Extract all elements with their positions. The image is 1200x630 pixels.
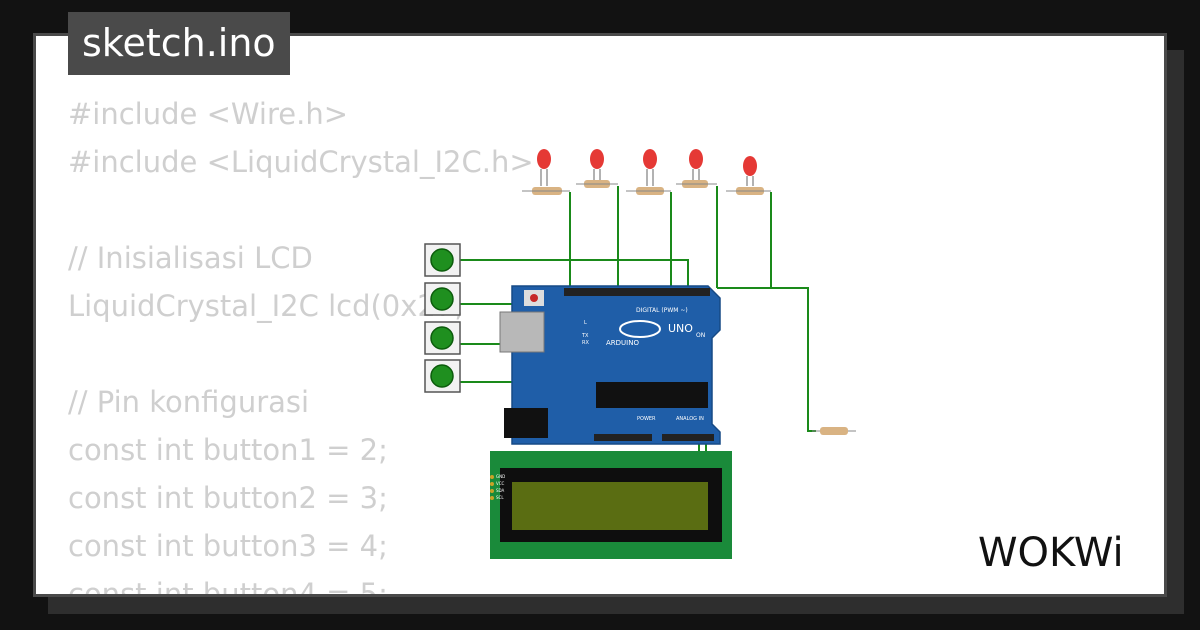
sketch-title: sketch.ino bbox=[68, 12, 290, 75]
analog-header bbox=[662, 434, 714, 441]
push-button-2[interactable] bbox=[424, 282, 461, 316]
wokwi-logo: WOKWi bbox=[978, 530, 1124, 576]
led-body bbox=[643, 149, 657, 169]
digital-header bbox=[564, 288, 710, 296]
analog-label: ANALOG IN bbox=[676, 416, 704, 422]
l-label: L bbox=[584, 320, 587, 326]
code-line: // Pin konfigurasi bbox=[68, 385, 310, 419]
infinity-logo bbox=[619, 320, 661, 338]
push-button-3[interactable] bbox=[424, 321, 461, 355]
led-3[interactable] bbox=[626, 149, 671, 195]
led-body bbox=[537, 149, 551, 169]
rx-label: RX bbox=[582, 340, 589, 346]
code-snippet: #include <Wire.h> #include <LiquidCrysta… bbox=[68, 90, 534, 597]
code-line: const int button1 = 2; bbox=[68, 433, 388, 467]
microcontroller-chip bbox=[596, 382, 708, 408]
push-button-4[interactable] bbox=[424, 359, 461, 393]
led-body bbox=[590, 149, 604, 169]
led-1[interactable] bbox=[522, 149, 570, 195]
lcd-pin-label: VCC bbox=[496, 481, 505, 486]
led-2[interactable] bbox=[576, 149, 618, 188]
power-jack bbox=[504, 408, 548, 438]
power-header bbox=[594, 434, 652, 441]
led-body bbox=[743, 156, 757, 176]
circuit-diagram: DIGITAL (PWM ~) UNO ARDUINO ON L TX RX P… bbox=[424, 149, 856, 559]
led-5[interactable] bbox=[726, 156, 771, 195]
push-button-1[interactable] bbox=[424, 243, 461, 277]
power-label: POWER bbox=[637, 416, 656, 422]
led-4[interactable] bbox=[676, 149, 717, 188]
code-line: LiquidCrystal_I2C lcd(0x27, bbox=[68, 289, 464, 323]
code-line: #include <LiquidCrystal_I2C.h> bbox=[68, 145, 534, 179]
code-line: const int button3 = 4; bbox=[68, 529, 388, 563]
arduino-uno-board[interactable]: DIGITAL (PWM ~) UNO ARDUINO ON L TX RX P… bbox=[499, 285, 721, 445]
board-brand: ARDUINO bbox=[606, 339, 639, 347]
code-line: const int button4 = 5; bbox=[68, 577, 388, 597]
usb-port bbox=[499, 311, 545, 353]
code-line: // Inisialisasi LCD bbox=[68, 241, 313, 275]
lcd-display[interactable]: GND VCC SDA SCL bbox=[490, 451, 732, 559]
on-label: ON bbox=[696, 332, 705, 339]
digital-label: DIGITAL (PWM ~) bbox=[636, 307, 688, 314]
code-line: #include <Wire.h> bbox=[68, 97, 349, 131]
lcd-pin-label: SDA bbox=[496, 488, 505, 493]
logo-text: WOKWi bbox=[978, 530, 1124, 576]
code-line: const int button2 = 3; bbox=[68, 481, 388, 515]
lcd-pin-label: SCL bbox=[496, 495, 504, 500]
board-model: UNO bbox=[668, 322, 693, 335]
lcd-screen bbox=[512, 482, 708, 530]
lcd-pin-label: GND bbox=[496, 474, 505, 479]
resistor-right[interactable] bbox=[812, 427, 856, 435]
tx-label: TX bbox=[581, 333, 589, 339]
led-body bbox=[689, 149, 703, 169]
preview-card: #include <Wire.h> #include <LiquidCrysta… bbox=[33, 33, 1167, 597]
